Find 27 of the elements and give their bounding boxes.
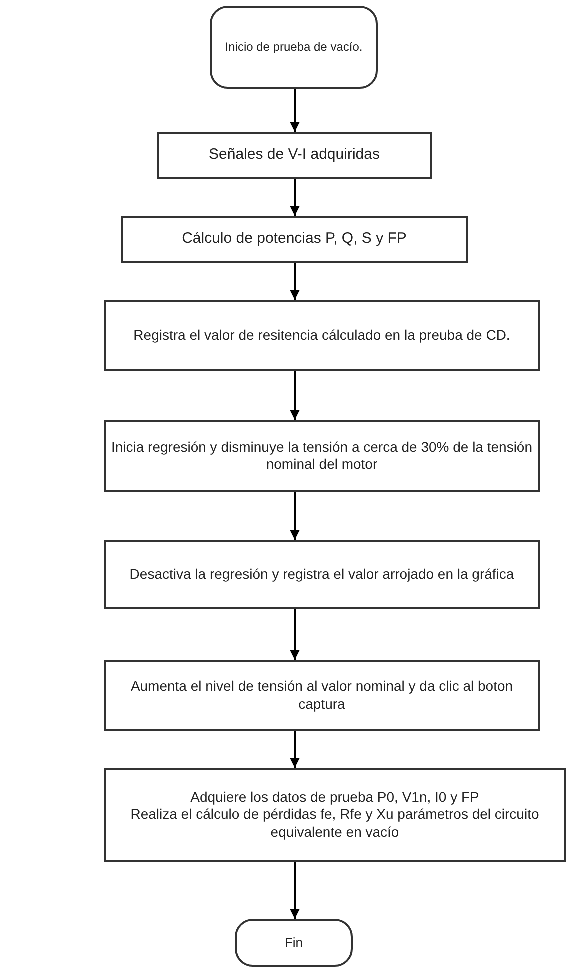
step-text: Señales de V-I adquiridas: [209, 146, 380, 165]
step-text: Desactiva la regresión y registra el valor arrojado en la gráfica: [130, 566, 514, 584]
process-box: [157, 132, 432, 179]
process-box: [104, 660, 540, 731]
step-text: Adquiere los datos de prueba P0, V1n, I0 y FP: [190, 788, 480, 806]
arrow: [290, 862, 300, 919]
process-box: [104, 420, 540, 492]
arrow: [290, 492, 300, 540]
process-box: [104, 300, 540, 371]
step-text: Inicio de prueba de vacío.: [225, 40, 363, 55]
step-text: Fin: [284, 934, 304, 952]
process-box: [121, 216, 468, 263]
arrow: [290, 731, 300, 768]
arrow: [290, 609, 300, 660]
terminal-box: [210, 6, 378, 89]
step-text: Cálculo de potencias P, Q, S y FP: [182, 230, 407, 249]
arrow: [290, 89, 300, 132]
step-text: Inicia regresión y disminuye la tensión a cerca de 30% de la tensión nominal del motor: [110, 438, 534, 474]
process-box: [104, 540, 540, 609]
process-box: [104, 768, 566, 862]
terminal-box: [235, 919, 353, 967]
step-text: Registra el valor de resitencia cálculado en la preuba de CD.: [134, 326, 510, 344]
step-text: Realiza el cálculo de pérdidas fe, Rfe y Xu parámetros del circuito equivalente en vacío: [130, 806, 540, 842]
step-text: Aumenta el nivel de tensión al valor nominal y da clic al boton captura: [130, 678, 514, 713]
arrow: [290, 263, 300, 300]
arrow: [290, 371, 300, 420]
arrow: [290, 179, 300, 216]
